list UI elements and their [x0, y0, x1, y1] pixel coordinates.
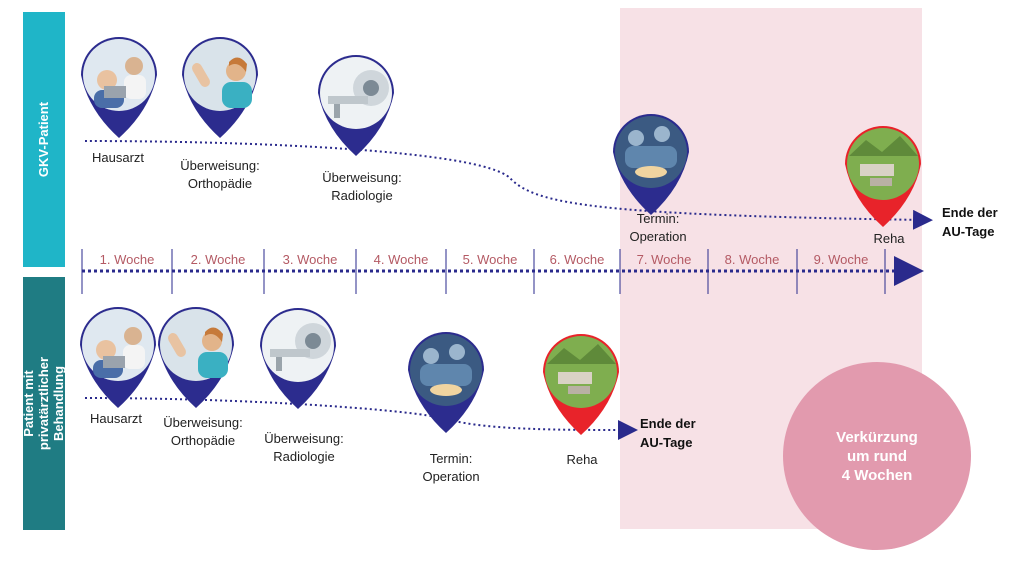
gkv-orthopaedie-pin-icon	[182, 37, 258, 138]
gkv-reha-label: Reha	[873, 231, 905, 246]
gkv-orthopaedie-label: Überweisung:Orthopädie	[180, 158, 260, 191]
gkv-hausarzt-label: Hausarzt	[91, 150, 145, 165]
savings-text: Verkürzung um rund 4 Wochen	[836, 428, 918, 484]
private-radiologie-pin-icon	[259, 307, 336, 409]
private-operation-label: Termin:Operation	[422, 451, 480, 484]
gkv-operation-pin-icon	[613, 114, 689, 215]
private-hausarzt-pin-icon	[80, 307, 156, 408]
week-label-7: 7. Woche	[636, 252, 692, 267]
gkv-row-header: GKV-Patient	[23, 12, 65, 267]
private-orthopaedie-label: Überweisung:Orthopädie	[163, 415, 243, 448]
week-label-4: 4. Woche	[373, 252, 429, 267]
private-hausarzt-label: Hausarzt	[89, 411, 143, 426]
private-orthopaedie-pin-icon	[158, 307, 234, 408]
private-operation-pin-icon	[408, 332, 484, 433]
private-reha-label: Reha	[566, 452, 598, 467]
week-ticks	[81, 249, 886, 294]
gkv-reha-pin-icon	[845, 126, 921, 227]
week-label-9: 9. Woche	[813, 252, 869, 267]
gkv-hausarzt-pin-icon	[81, 37, 157, 138]
gkv-radiologie-pin-icon	[318, 55, 394, 156]
gkv-radiologie-label: Überweisung:Radiologie	[322, 170, 402, 203]
gkv-operation-label: Termin:Operation	[629, 211, 687, 244]
private-radiologie-label: Überweisung:Radiologie	[264, 431, 344, 464]
private-path	[84, 397, 638, 440]
week-label-1: 1. Woche	[99, 252, 155, 267]
week-label-5: 5. Woche	[462, 252, 518, 267]
savings-circle: Verkürzung um rund 4 Wochen	[783, 362, 971, 550]
week-label-6: 6. Woche	[549, 252, 605, 267]
week-label-8: 8. Woche	[724, 252, 780, 267]
private-row-header: Patient mit privatärztlicher Behandlung	[22, 277, 67, 530]
week-label-3: 3. Woche	[282, 252, 338, 267]
week-label-2: 2. Woche	[190, 252, 246, 267]
private-reha-pin-icon	[543, 334, 619, 435]
